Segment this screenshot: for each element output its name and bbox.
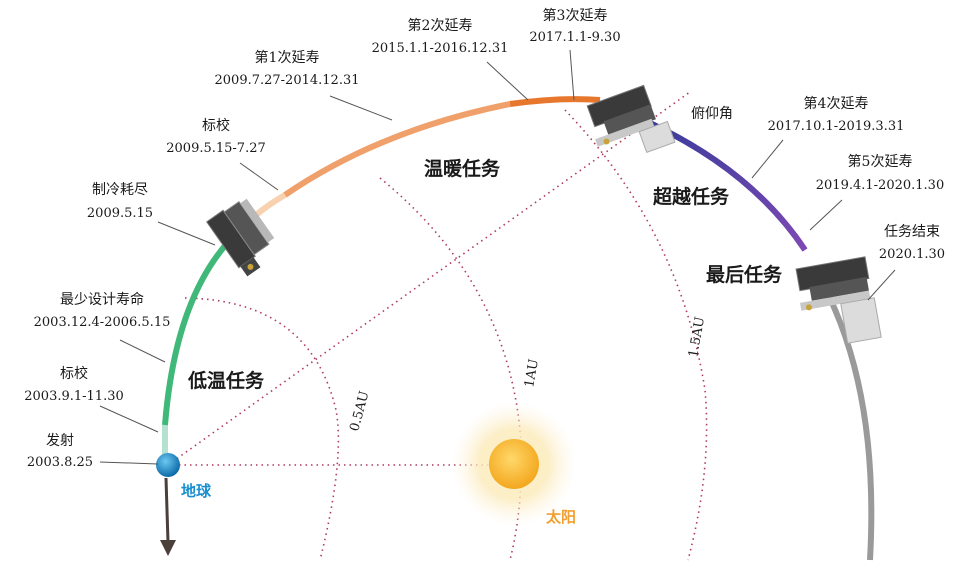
spacecraft-2 (586, 84, 676, 154)
phase-final: 最后任务 (706, 263, 783, 286)
event-labels: 发射 2003.8.25 标校 2003.9.1-11.30 最少设计寿命 20… (24, 7, 945, 470)
earth-label: 地球 (181, 482, 212, 500)
cryo-out-title: 制冷耗尽 (92, 182, 148, 198)
earth-spacecraft-line (167, 91, 691, 466)
ext1-date: 2009.7.27-2014.12.31 (215, 73, 360, 88)
angle-label: 俯仰角 (691, 106, 733, 122)
calib2-title: 标校 (202, 117, 230, 134)
ext3-title: 第3次延寿 (543, 7, 608, 24)
end-title: 任务结束 (884, 224, 940, 240)
ext5-date: 2019.4.1-2020.1.30 (816, 178, 944, 193)
track-cold (162, 237, 233, 426)
ext2-title: 第2次延寿 (408, 17, 473, 34)
cryo-out-date: 2009.5.15 (87, 206, 153, 221)
sun-label: 太阳 (546, 508, 576, 526)
track-warm (283, 101, 511, 198)
earth-arrow-line (164, 477, 170, 543)
min-life-date: 2003.12.4-2006.5.15 (34, 315, 171, 330)
ext1-title: 第1次延寿 (255, 49, 320, 66)
spacecraft-3 (795, 256, 882, 344)
launch-title: 发射 (46, 433, 74, 449)
end-date: 2020.1.30 (879, 247, 945, 262)
ext4-title: 第4次延寿 (804, 95, 869, 112)
earth (156, 453, 180, 477)
phase-cold: 低温任务 (187, 369, 265, 392)
track-warm-late (509, 96, 601, 107)
phase-beyond: 超越任务 (652, 185, 730, 208)
earth-trajectory (160, 477, 176, 556)
spacecraft-1 (206, 198, 275, 277)
dist-1-5au: 1.5AU (686, 316, 708, 359)
dist-0.5au: 0.5AU (347, 389, 372, 433)
calib1-title: 标校 (60, 365, 88, 382)
ring-0.5au (184, 297, 340, 561)
dist-1au: 1AU (522, 358, 542, 389)
earth-arrow-head (160, 540, 176, 556)
min-life-title: 最少设计寿命 (60, 291, 144, 308)
leader-lines (99, 49, 896, 465)
ext4-date: 2017.10.1-2019.3.31 (768, 119, 905, 134)
ring-1-5au (564, 109, 708, 561)
phase-warm: 温暖任务 (424, 157, 501, 180)
launch-date: 2003.8.25 (27, 455, 93, 470)
calib2-date: 2009.5.15-7.27 (166, 141, 266, 156)
phase-labels: 低温任务 温暖任务 超越任务 最后任务 (187, 157, 783, 392)
ext5-title: 第5次延寿 (848, 153, 913, 170)
ext2-date: 2015.1.1-2016.12.31 (372, 41, 509, 56)
angle-lines (167, 91, 691, 466)
sun (489, 439, 539, 489)
calib1-date: 2003.9.1-11.30 (24, 389, 124, 404)
ext3-date: 2017.1.1-9.30 (529, 30, 620, 45)
